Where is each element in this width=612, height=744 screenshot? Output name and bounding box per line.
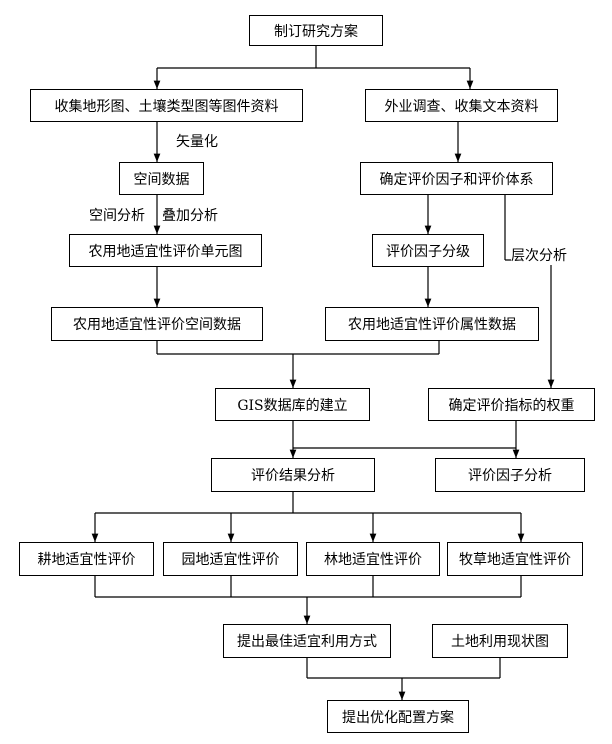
gis-database-box: GIS数据库的建立 bbox=[215, 388, 370, 421]
factor-system-box: 确定评价因子和评价体系 bbox=[360, 162, 553, 195]
vectorize-label: 矢量化 bbox=[176, 131, 218, 151]
plan-box: 制订研究方案 bbox=[249, 15, 383, 46]
field-survey-box: 外业调查、收集文本资料 bbox=[365, 89, 558, 122]
weights-box: 确定评价指标的权重 bbox=[428, 388, 595, 421]
optimization-box: 提出优化配置方案 bbox=[327, 700, 469, 733]
spatial-data-box: 空间数据 bbox=[119, 162, 204, 195]
spatial-analysis-label: 空间分析 bbox=[89, 205, 145, 225]
overlay-analysis-label: 叠加分析 bbox=[162, 205, 218, 225]
factor-analysis-box: 评价因子分析 bbox=[435, 458, 585, 492]
orchard-eval-box: 园地适宜性评价 bbox=[163, 542, 298, 576]
eval-attr-data-box: 农用地适宜性评价属性数据 bbox=[325, 307, 539, 341]
landuse-map-box: 土地利用现状图 bbox=[432, 624, 568, 658]
eval-spatial-data-box: 农用地适宜性评价空间数据 bbox=[51, 307, 263, 341]
forest-eval-box: 林地适宜性评价 bbox=[306, 542, 440, 576]
best-use-box: 提出最佳适宜利用方式 bbox=[223, 624, 391, 658]
ahp-label: 层次分析 bbox=[511, 245, 567, 265]
result-analysis-box: 评价结果分析 bbox=[211, 458, 375, 492]
farmland-eval-box: 耕地适宜性评价 bbox=[19, 542, 154, 576]
pasture-eval-box: 牧草地适宜性评价 bbox=[447, 542, 583, 576]
collect-maps-box: 收集地形图、土壤类型图等图件资料 bbox=[30, 89, 303, 122]
factor-grading-box: 评价因子分级 bbox=[372, 234, 484, 267]
unit-map-box: 农用地适宜性评价单元图 bbox=[69, 234, 262, 267]
